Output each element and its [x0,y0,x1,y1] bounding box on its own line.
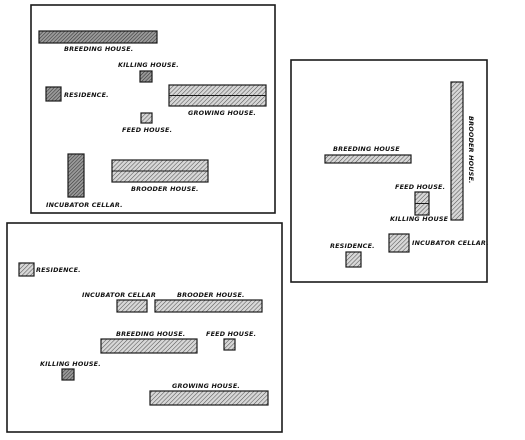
plan-c-residence-label: RESIDENCE. [36,266,81,274]
plan-a-breeding-house-building [38,30,158,44]
plan-b-breeding-house-building [324,154,412,164]
plan-c: RESIDENCE. INCUBATOR CELLAR BROODER HOUS… [6,222,283,433]
plan-c-incubator-cellar-label: INCUBATOR CELLAR [82,291,156,299]
plan-a-residence-building [45,86,62,102]
plan-c-residence-building [18,262,35,277]
plan-c-breeding-house-label: BREEDING HOUSE. [116,330,185,338]
plan-b-feed-house-label: FEED HOUSE. [395,183,445,191]
plan-b: BREEDING HOUSE BROODER HOUSE. FEED HOUSE… [290,59,489,283]
plan-a: BREEDING HOUSE. KILLING HOUSE. RESIDENCE… [30,4,276,214]
plan-c-killing-house-label: KILLING HOUSE. [40,360,101,368]
plan-c-brooder-house-label: BROODER HOUSE. [177,291,245,299]
plan-a-feed-house-label: FEED HOUSE. [122,126,172,134]
plan-a-brooder-house-label: BROODER HOUSE. [131,185,199,193]
plan-c-growing-house-building [149,390,269,406]
plan-b-incubator-cellar-building [388,233,410,253]
plan-b-brooder-house-building [450,81,464,221]
plan-a-incubator-cellar-label: INCUBATOR CELLAR. [46,201,123,209]
plan-a-breeding-house-label: BREEDING HOUSE. [64,45,133,53]
plan-c-brooder-house-building [154,299,263,313]
plan-c-incubator-cellar-building [116,299,148,313]
plan-b-breeding-house-label: BREEDING HOUSE [333,145,400,153]
plan-a-incubator-cellar-building [67,153,85,198]
plan-a-killing-house-label: KILLING HOUSE. [118,61,179,69]
plan-c-growing-house-label: GROWING HOUSE. [172,382,240,390]
plan-b-killing-house-label: KILLING HOUSE [390,215,449,223]
plan-a-residence-label: RESIDENCE. [64,91,109,99]
plan-a-killing-house-building [139,70,153,83]
plan-c-feed-house-building [223,338,236,351]
plan-c-killing-house-building [61,368,75,381]
plan-b-brooder-house-label: BROODER HOUSE. [467,116,475,184]
plan-c-breeding-house-building [100,338,198,354]
plan-b-residence-label: RESIDENCE. [330,242,375,250]
plan-b-residence-building [345,251,362,268]
plan-a-feed-house-building [140,112,153,124]
plan-a-growing-house-label: GROWING HOUSE. [188,109,256,117]
plan-c-feed-house-label: FEED HOUSE. [206,330,256,338]
plan-b-incubator-cellar-label: INCUBATOR CELLAR. [412,239,489,247]
